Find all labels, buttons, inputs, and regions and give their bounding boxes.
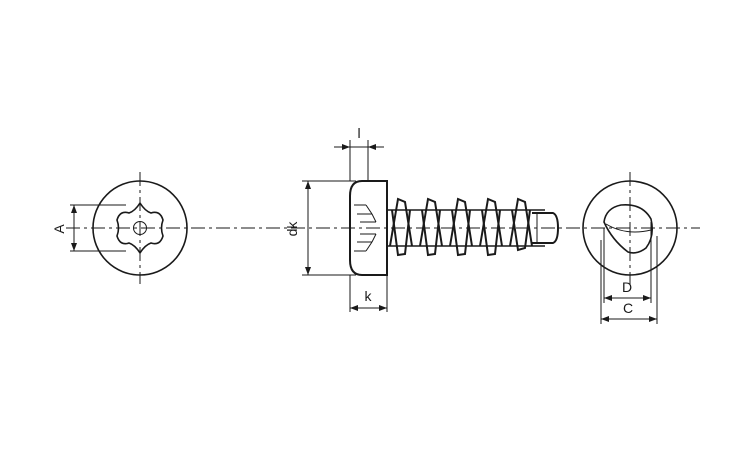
screw-tip bbox=[532, 212, 560, 244]
dim-l-arrow-right bbox=[368, 144, 376, 150]
recess-line-6 bbox=[365, 241, 373, 252]
dim-k-arrow-right bbox=[379, 305, 387, 311]
dim-c-label: C bbox=[623, 300, 633, 316]
tip-inner-curve bbox=[605, 223, 652, 233]
recess-line-5 bbox=[365, 204, 373, 215]
dim-a-arrow-bottom bbox=[71, 243, 77, 251]
pan-head-outline bbox=[349, 180, 388, 276]
dim-k-label: k bbox=[365, 288, 373, 304]
dim-dk-arrow-bottom bbox=[305, 267, 311, 275]
dim-c-arrow-left bbox=[601, 316, 609, 322]
thread-profile bbox=[389, 197, 533, 247]
recess-line-10 bbox=[371, 233, 377, 243]
dim-k-arrow-left bbox=[350, 305, 358, 311]
dim-l-label: l bbox=[357, 125, 360, 141]
dim-d-arrow-left bbox=[604, 295, 612, 301]
side-view: l dk k bbox=[284, 125, 560, 312]
dim-dk-label: dk bbox=[284, 221, 300, 237]
dim-d-label: D bbox=[622, 279, 632, 295]
dim-dk-arrow-top bbox=[305, 181, 311, 189]
trilobular-tip-profile bbox=[603, 203, 653, 254]
six-lobe-recess bbox=[116, 201, 164, 255]
dim-c-arrow-right bbox=[649, 316, 657, 322]
tip-end-view: D C bbox=[582, 172, 678, 324]
dim-d-arrow-right bbox=[643, 295, 651, 301]
dim-a-arrow-top bbox=[71, 205, 77, 213]
head-top-view: A bbox=[51, 172, 188, 284]
recess-line-9 bbox=[371, 213, 377, 223]
center-pin-circle bbox=[133, 221, 147, 235]
dim-a-label: A bbox=[51, 224, 67, 234]
dim-l-arrow-left bbox=[342, 144, 350, 150]
thread-crests-bottom bbox=[391, 209, 531, 257]
